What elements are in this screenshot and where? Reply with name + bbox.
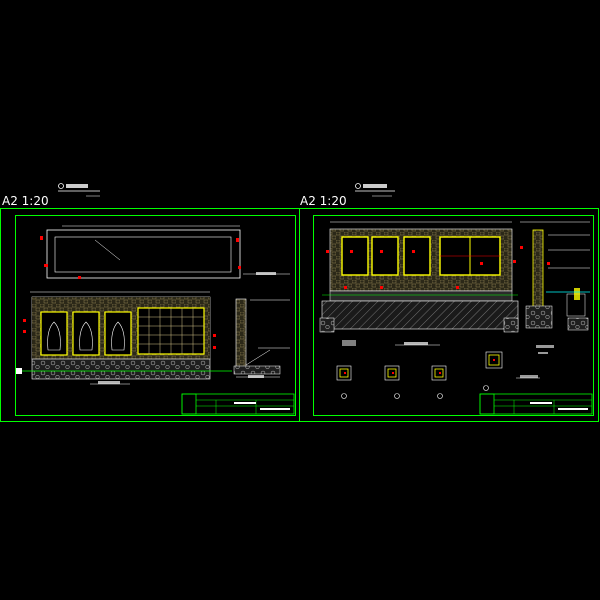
front-elevation [15,291,232,385]
sheet-2-title-block [479,393,593,415]
sheet-1 [0,183,300,422]
sheet-1-scale-label: A2 1:20 [2,194,49,208]
column-details [336,351,540,399]
column-detail-2 [384,365,400,399]
sheet-1-title-block [181,393,295,415]
sheet-2-inner-border [313,215,594,416]
sheet-1-drawing-title [58,183,100,197]
sheet-2-outer-border [299,208,599,422]
column-detail-1 [336,365,352,399]
column-detail-4 [483,351,503,391]
section-detail [520,221,590,354]
sheet-2-scale-label: A2 1:20 [300,194,347,208]
sheet-2 [299,183,599,422]
column-detail-3 [431,365,447,399]
back-elevation [319,221,519,346]
sheet-2-drawing-title [355,183,395,197]
sheet-1-inner-border [15,215,296,416]
plan-view [40,225,290,279]
side-section [233,298,290,378]
